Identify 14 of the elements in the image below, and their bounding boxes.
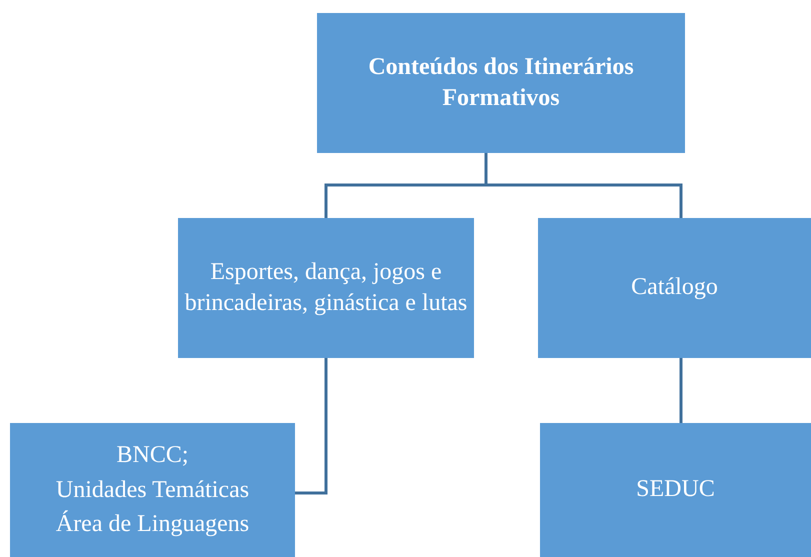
box-text: Catálogo <box>631 273 718 302</box>
box-text: BNCC; <box>116 440 189 470</box>
process-box <box>538 218 811 358</box>
box-text: Área de Linguagens <box>56 509 250 540</box>
box-text: Esportes, dança, jogos e brincadeiras, ginástica e lutas <box>184 258 468 318</box>
process-box <box>540 423 811 557</box>
process-box <box>178 218 474 358</box>
box-text: Unidades Temáticas <box>56 476 250 505</box>
process-box <box>317 13 685 153</box>
box-text: Conteúdos dos Itinerários Formativos <box>367 52 635 113</box>
connector-line <box>680 358 682 423</box>
process-box <box>10 423 295 557</box>
box-text: SEDUC <box>636 475 715 504</box>
connector-line <box>295 358 328 494</box>
